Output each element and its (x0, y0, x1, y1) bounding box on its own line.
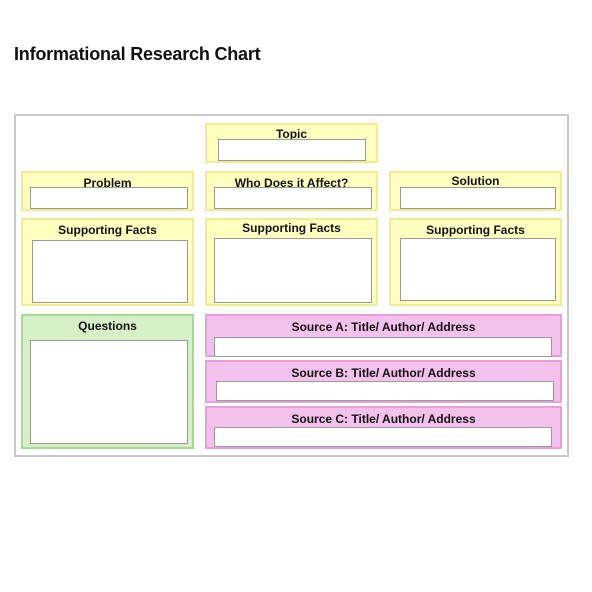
who-affected-field[interactable] (214, 187, 372, 209)
source-a-box: Source A: Title/ Author/ Address (205, 314, 562, 357)
source-a-field[interactable] (214, 337, 552, 357)
source-c-field[interactable] (214, 427, 552, 447)
supporting-facts-right-box: Supporting Facts (389, 218, 562, 306)
supporting-facts-middle-box: Supporting Facts (205, 218, 378, 306)
solution-label: Solution (451, 174, 500, 188)
topic-label: Topic (275, 127, 308, 141)
solution-box: Solution (389, 171, 562, 211)
topic-field[interactable] (218, 139, 366, 161)
page-title: Informational Research Chart (14, 44, 261, 64)
supporting-facts-middle-field[interactable] (214, 238, 372, 303)
supporting-facts-right-field[interactable] (400, 238, 556, 301)
source-b-field[interactable] (216, 381, 554, 401)
problem-box: Problem (21, 171, 194, 211)
solution-field[interactable] (400, 187, 556, 209)
topic-box: Topic (205, 123, 378, 163)
source-c-label: Source C: Title/ Author/ Address (291, 412, 476, 426)
source-b-label: Source B: Title/ Author/ Address (291, 366, 476, 380)
questions-field[interactable] (30, 340, 188, 444)
source-a-label: Source A: Title/ Author/ Address (291, 320, 476, 334)
source-c-box: Source C: Title/ Author/ Address (205, 406, 562, 449)
questions-box: Questions (21, 314, 194, 449)
supporting-facts-left-label: Supporting Facts (58, 223, 157, 237)
who-affected-label: Who Does it Affect? (234, 176, 349, 190)
supporting-facts-right-label: Supporting Facts (426, 223, 525, 237)
source-b-box: Source B: Title/ Author/ Address (205, 360, 562, 403)
questions-label: Questions (78, 319, 137, 333)
supporting-facts-middle-label: Supporting Facts (242, 221, 341, 235)
problem-field[interactable] (30, 187, 188, 209)
supporting-facts-left-box: Supporting Facts (21, 218, 194, 306)
problem-label: Problem (83, 176, 132, 190)
supporting-facts-left-field[interactable] (32, 240, 188, 303)
who-affected-box: Who Does it Affect? (205, 171, 378, 211)
